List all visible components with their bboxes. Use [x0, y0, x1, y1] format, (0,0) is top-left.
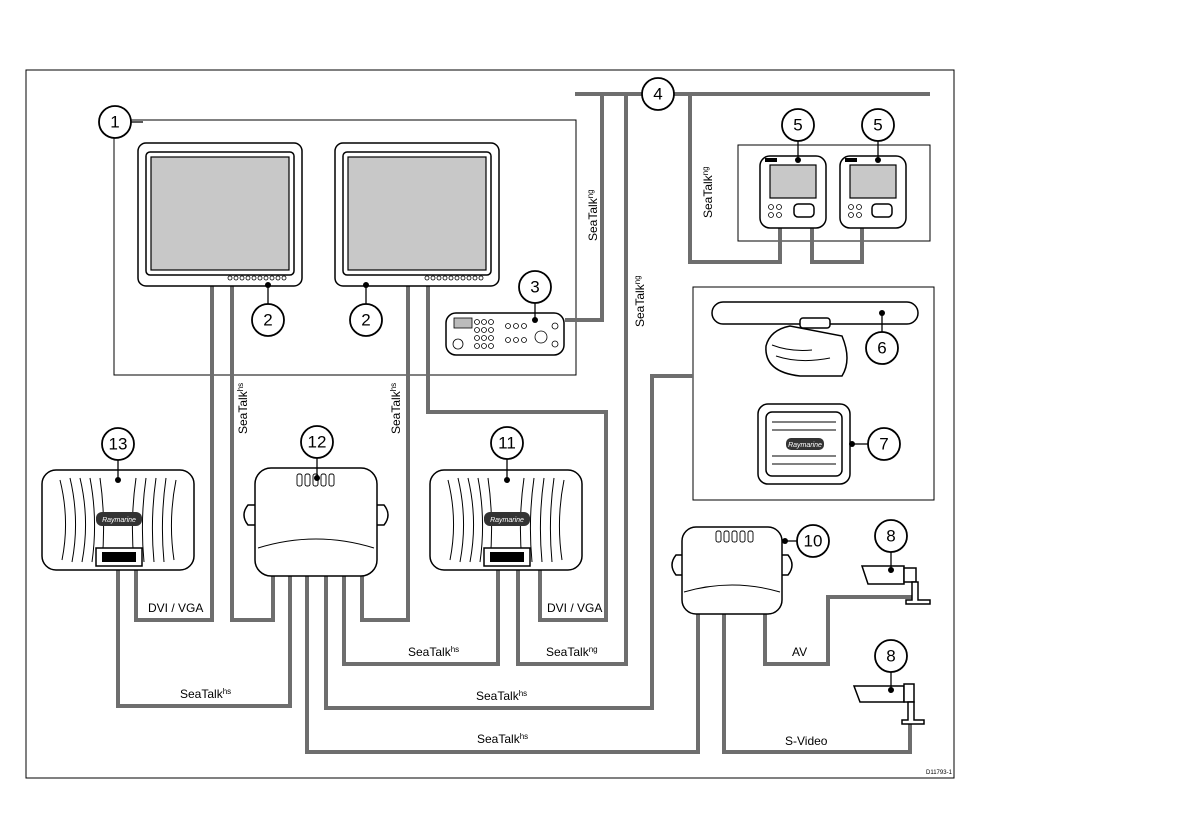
label-seatalk-hs-sonar-13: SeaTalkhs — [180, 687, 231, 701]
label-seatalk-hs-display-a: SeaTalkhs — [236, 383, 250, 434]
callout-4: 4 — [642, 78, 674, 110]
svg-text:6: 6 — [877, 339, 886, 358]
radar-processor: Raymarine — [758, 404, 850, 484]
callout-5a: 5 — [782, 109, 814, 141]
network-switch — [244, 468, 388, 576]
svg-text:8: 8 — [886, 647, 895, 666]
display-unit-left — [138, 143, 302, 286]
label-s-video: S-Video — [785, 734, 828, 748]
svg-text:5: 5 — [873, 116, 882, 135]
callout-8a: 8 — [875, 520, 907, 552]
svg-text:13: 13 — [109, 435, 128, 454]
callout-6: 6 — [866, 332, 898, 364]
svg-text:8: 8 — [886, 527, 895, 546]
callout-3: 3 — [519, 271, 551, 303]
svg-text:4: 4 — [653, 85, 662, 104]
seatalk-ng-instrument-link — [812, 228, 862, 262]
svg-text:12: 12 — [308, 433, 327, 452]
callout-10: 10 — [797, 525, 829, 557]
label-seatalk-hs-radar: SeaTalkhs — [476, 689, 527, 703]
callout-12: 12 — [301, 426, 333, 458]
callout-7: 7 — [868, 428, 900, 460]
remote-keypad — [446, 313, 564, 355]
svg-text:10: 10 — [804, 532, 823, 551]
label-av: AV — [792, 645, 807, 659]
callout-8b: 8 — [875, 640, 907, 672]
svg-text:7: 7 — [879, 435, 888, 454]
instrument-display-a — [760, 156, 826, 228]
sonar-11-brand-text: Raymarine — [490, 517, 524, 524]
label-seatalk-hs-video: SeaTalkhs — [477, 732, 528, 746]
label-seatalk-hs-display-b: SeaTalkhs — [389, 383, 403, 434]
callout-2b: 2 — [350, 304, 382, 336]
svg-text:3: 3 — [530, 278, 539, 297]
svg-text:5: 5 — [793, 116, 802, 135]
video-module — [672, 527, 792, 614]
label-seatalk-ng-keypad: SeaTalkng — [586, 189, 600, 241]
label-dvi-vga-left: DVI / VGA — [148, 601, 203, 615]
label-seatalk-ng-bottom: SeaTalkng — [546, 645, 598, 659]
svg-text:2: 2 — [361, 311, 370, 330]
callout-2a: 2 — [252, 304, 284, 336]
display-unit-right — [335, 143, 499, 286]
callout-5b: 5 — [862, 109, 894, 141]
instrument-display-b — [840, 156, 906, 228]
callout-13: 13 — [102, 428, 134, 460]
label-seatalk-hs-switch-sonar: SeaTalkhs — [408, 645, 459, 659]
callout-1: 1 — [99, 106, 131, 138]
svg-text:2: 2 — [263, 311, 272, 330]
sonar-module-11: Raymarine — [430, 470, 582, 570]
label-seatalk-ng-sonar: SeaTalkng — [633, 275, 647, 327]
figure-code: D11793-1 — [926, 770, 953, 776]
seatalk-hs-switch-to-sonar-13 — [118, 570, 290, 706]
sonar-13-brand-text: Raymarine — [102, 517, 136, 524]
seatalk-ng-to-sonar-11 — [518, 94, 626, 664]
label-seatalk-ng-instruments: SeaTalkng — [701, 166, 715, 218]
sonar-module-13: Raymarine — [42, 470, 194, 570]
svg-text:1: 1 — [110, 113, 119, 132]
radar-brand-text: Raymarine — [788, 442, 822, 449]
s-video-cable — [724, 614, 910, 752]
callout-11: 11 — [491, 427, 523, 459]
svg-text:11: 11 — [498, 434, 516, 453]
label-dvi-vga-right: DVI / VGA — [547, 601, 602, 615]
